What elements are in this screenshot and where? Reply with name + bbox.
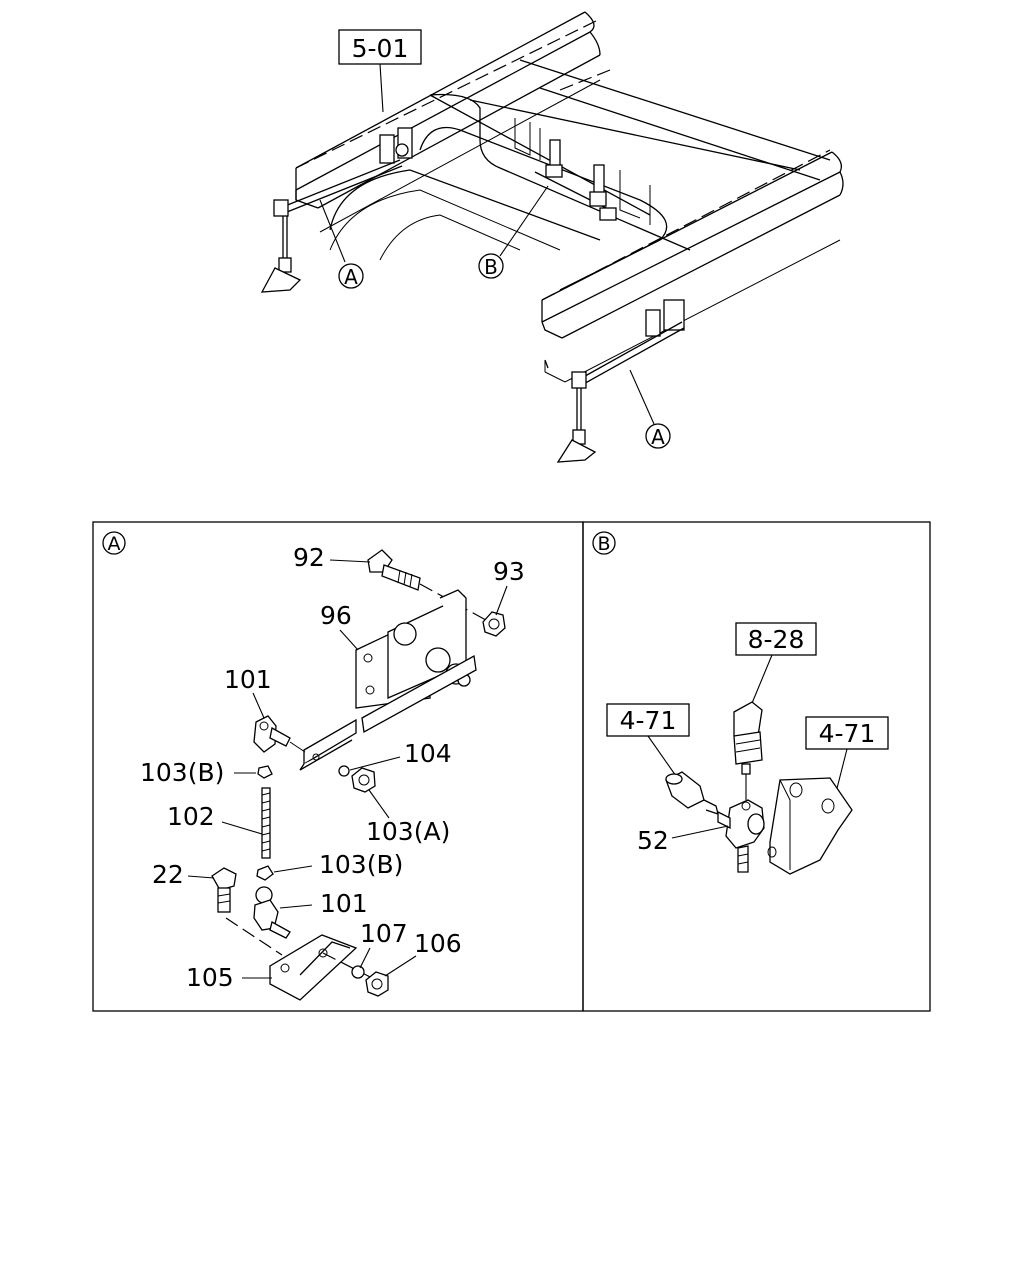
label-101-top: 101 — [224, 665, 272, 694]
left-leveling-valve-assembly — [260, 127, 413, 293]
tee-connector-52 — [717, 799, 765, 873]
detail-panel-b: B 8-28 4-71 4-71 — [582, 521, 931, 1012]
ref-label-4-71-left: 4-71 — [620, 706, 677, 735]
washer-104 — [338, 765, 350, 777]
nut-103b-top — [257, 765, 273, 779]
callout-b-label: B — [484, 255, 498, 279]
link-arm-104 — [299, 654, 477, 771]
label-103b-top: 103(B) — [140, 758, 224, 787]
panel-a-heading-circle — [102, 531, 126, 555]
label-102: 102 — [167, 802, 215, 831]
threaded-rod-102 — [261, 787, 271, 859]
callout-b — [478, 253, 504, 279]
center-valve-assembly — [534, 139, 617, 221]
ball-joint-101-top — [253, 715, 291, 753]
washer-107 — [351, 965, 365, 979]
label-92: 92 — [293, 543, 325, 572]
label-22: 22 — [152, 860, 184, 889]
label-96: 96 — [320, 601, 352, 630]
bracket-105 — [269, 934, 358, 1001]
callout-a-right-label: A — [651, 425, 665, 449]
label-93: 93 — [493, 557, 525, 586]
callout-a-right — [645, 423, 671, 449]
ref-label-5-01: 5-01 — [352, 34, 409, 63]
callout-a-left-label: A — [344, 265, 358, 289]
mounting-bracket — [767, 777, 853, 875]
panel-b-heading: B — [597, 533, 610, 555]
nut-103b-bottom — [256, 865, 274, 881]
panel-b-frame — [582, 521, 931, 1012]
detail-panel-a: A — [92, 521, 584, 1012]
label-106: 106 — [414, 929, 462, 958]
label-52: 52 — [637, 826, 669, 855]
bolt-22 — [211, 867, 237, 913]
nut-93 — [482, 611, 506, 637]
label-103a: 103(A) — [366, 817, 450, 846]
nut-106 — [365, 971, 389, 997]
right-leveling-valve-assembly — [556, 299, 685, 463]
ref-label-4-71-right: 4-71 — [819, 719, 876, 748]
callout-a-left — [338, 263, 364, 289]
bolt-92 — [367, 549, 421, 591]
ref-label-8-28: 8-28 — [748, 625, 805, 654]
nut-103a — [351, 767, 376, 793]
panel-a-heading: A — [108, 533, 121, 555]
label-105: 105 — [186, 963, 234, 992]
hose-fitting — [665, 771, 719, 815]
label-107: 107 — [360, 919, 408, 948]
chassis-overview: 5-01 A B A — [260, 11, 844, 463]
ref-box-8-28 — [735, 622, 817, 656]
panel-b-heading-circle — [592, 531, 616, 555]
pressure-switch — [733, 701, 763, 775]
label-104: 104 — [404, 739, 452, 768]
ball-joint-101-bottom — [253, 886, 291, 939]
label-101-bottom: 101 — [320, 889, 368, 918]
label-103b-bottom: 103(B) — [319, 850, 403, 879]
